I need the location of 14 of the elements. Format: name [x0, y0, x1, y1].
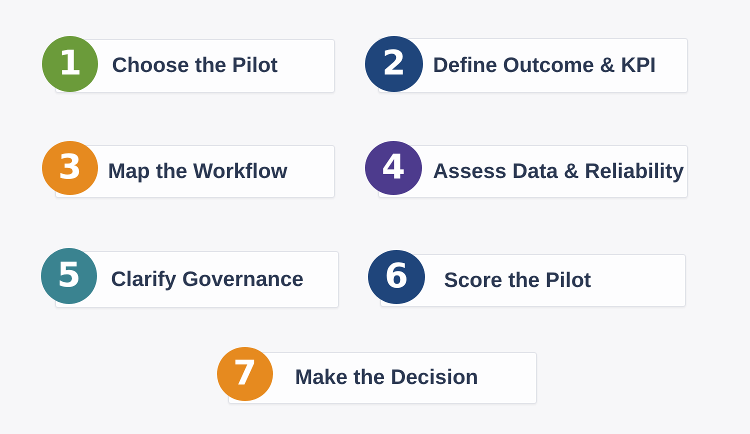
step-title: Make the Decision	[295, 366, 478, 390]
step-title: Score the Pilot	[444, 268, 592, 292]
step-title: Clarify Governance	[111, 268, 304, 292]
step-number: 5	[57, 258, 81, 292]
step-title: Map the Workflow	[108, 160, 288, 184]
step-number: 3	[58, 150, 82, 184]
step-title: Assess Data & Reliability	[433, 160, 684, 184]
step-number: 6	[384, 259, 408, 294]
step-number: 4	[382, 150, 406, 184]
step-number: 7	[233, 356, 257, 390]
step-title: Define Outcome & KPI	[433, 54, 656, 78]
step-title: Choose the Pilot	[112, 54, 278, 78]
step-number: 1	[58, 46, 82, 80]
step-number: 2	[382, 46, 406, 80]
